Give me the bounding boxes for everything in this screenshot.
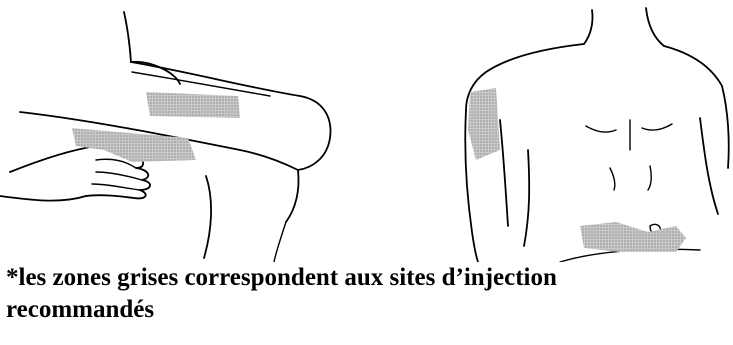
- caption-line-2: recommandés: [6, 294, 726, 326]
- pec-left: [586, 126, 616, 132]
- injection-zone-thigh-top: [146, 92, 240, 118]
- neck-right: [646, 8, 664, 46]
- left-arm-inner: [500, 120, 508, 226]
- thigh-illustration: [0, 12, 330, 262]
- abs-right: [648, 166, 651, 190]
- injection-zone-thigh-side: [72, 128, 196, 162]
- torso-outline: [124, 12, 131, 62]
- finger-3: [92, 184, 140, 190]
- caption: *les zones grises correspondent aux site…: [6, 262, 726, 326]
- abs-left: [610, 168, 615, 190]
- forearm-outline: [0, 196, 86, 201]
- neck-left: [584, 10, 593, 44]
- calf-outline: [274, 222, 286, 262]
- injection-zone-abdomen: [580, 222, 686, 252]
- finger-2: [96, 172, 142, 180]
- shoulder-right: [664, 46, 722, 86]
- caption-line-1: *les zones grises correspondent aux site…: [6, 262, 726, 294]
- torso-side-left: [524, 150, 529, 246]
- knee-outline: [286, 170, 299, 222]
- lower-leg-outline: [204, 176, 211, 258]
- injection-zone-upper-arm: [468, 88, 500, 160]
- torso-side-right: [700, 118, 718, 214]
- right-arm-line: [722, 86, 729, 168]
- illustrations: [0, 0, 733, 262]
- pec-right: [642, 124, 672, 130]
- torso-illustration: [465, 8, 729, 262]
